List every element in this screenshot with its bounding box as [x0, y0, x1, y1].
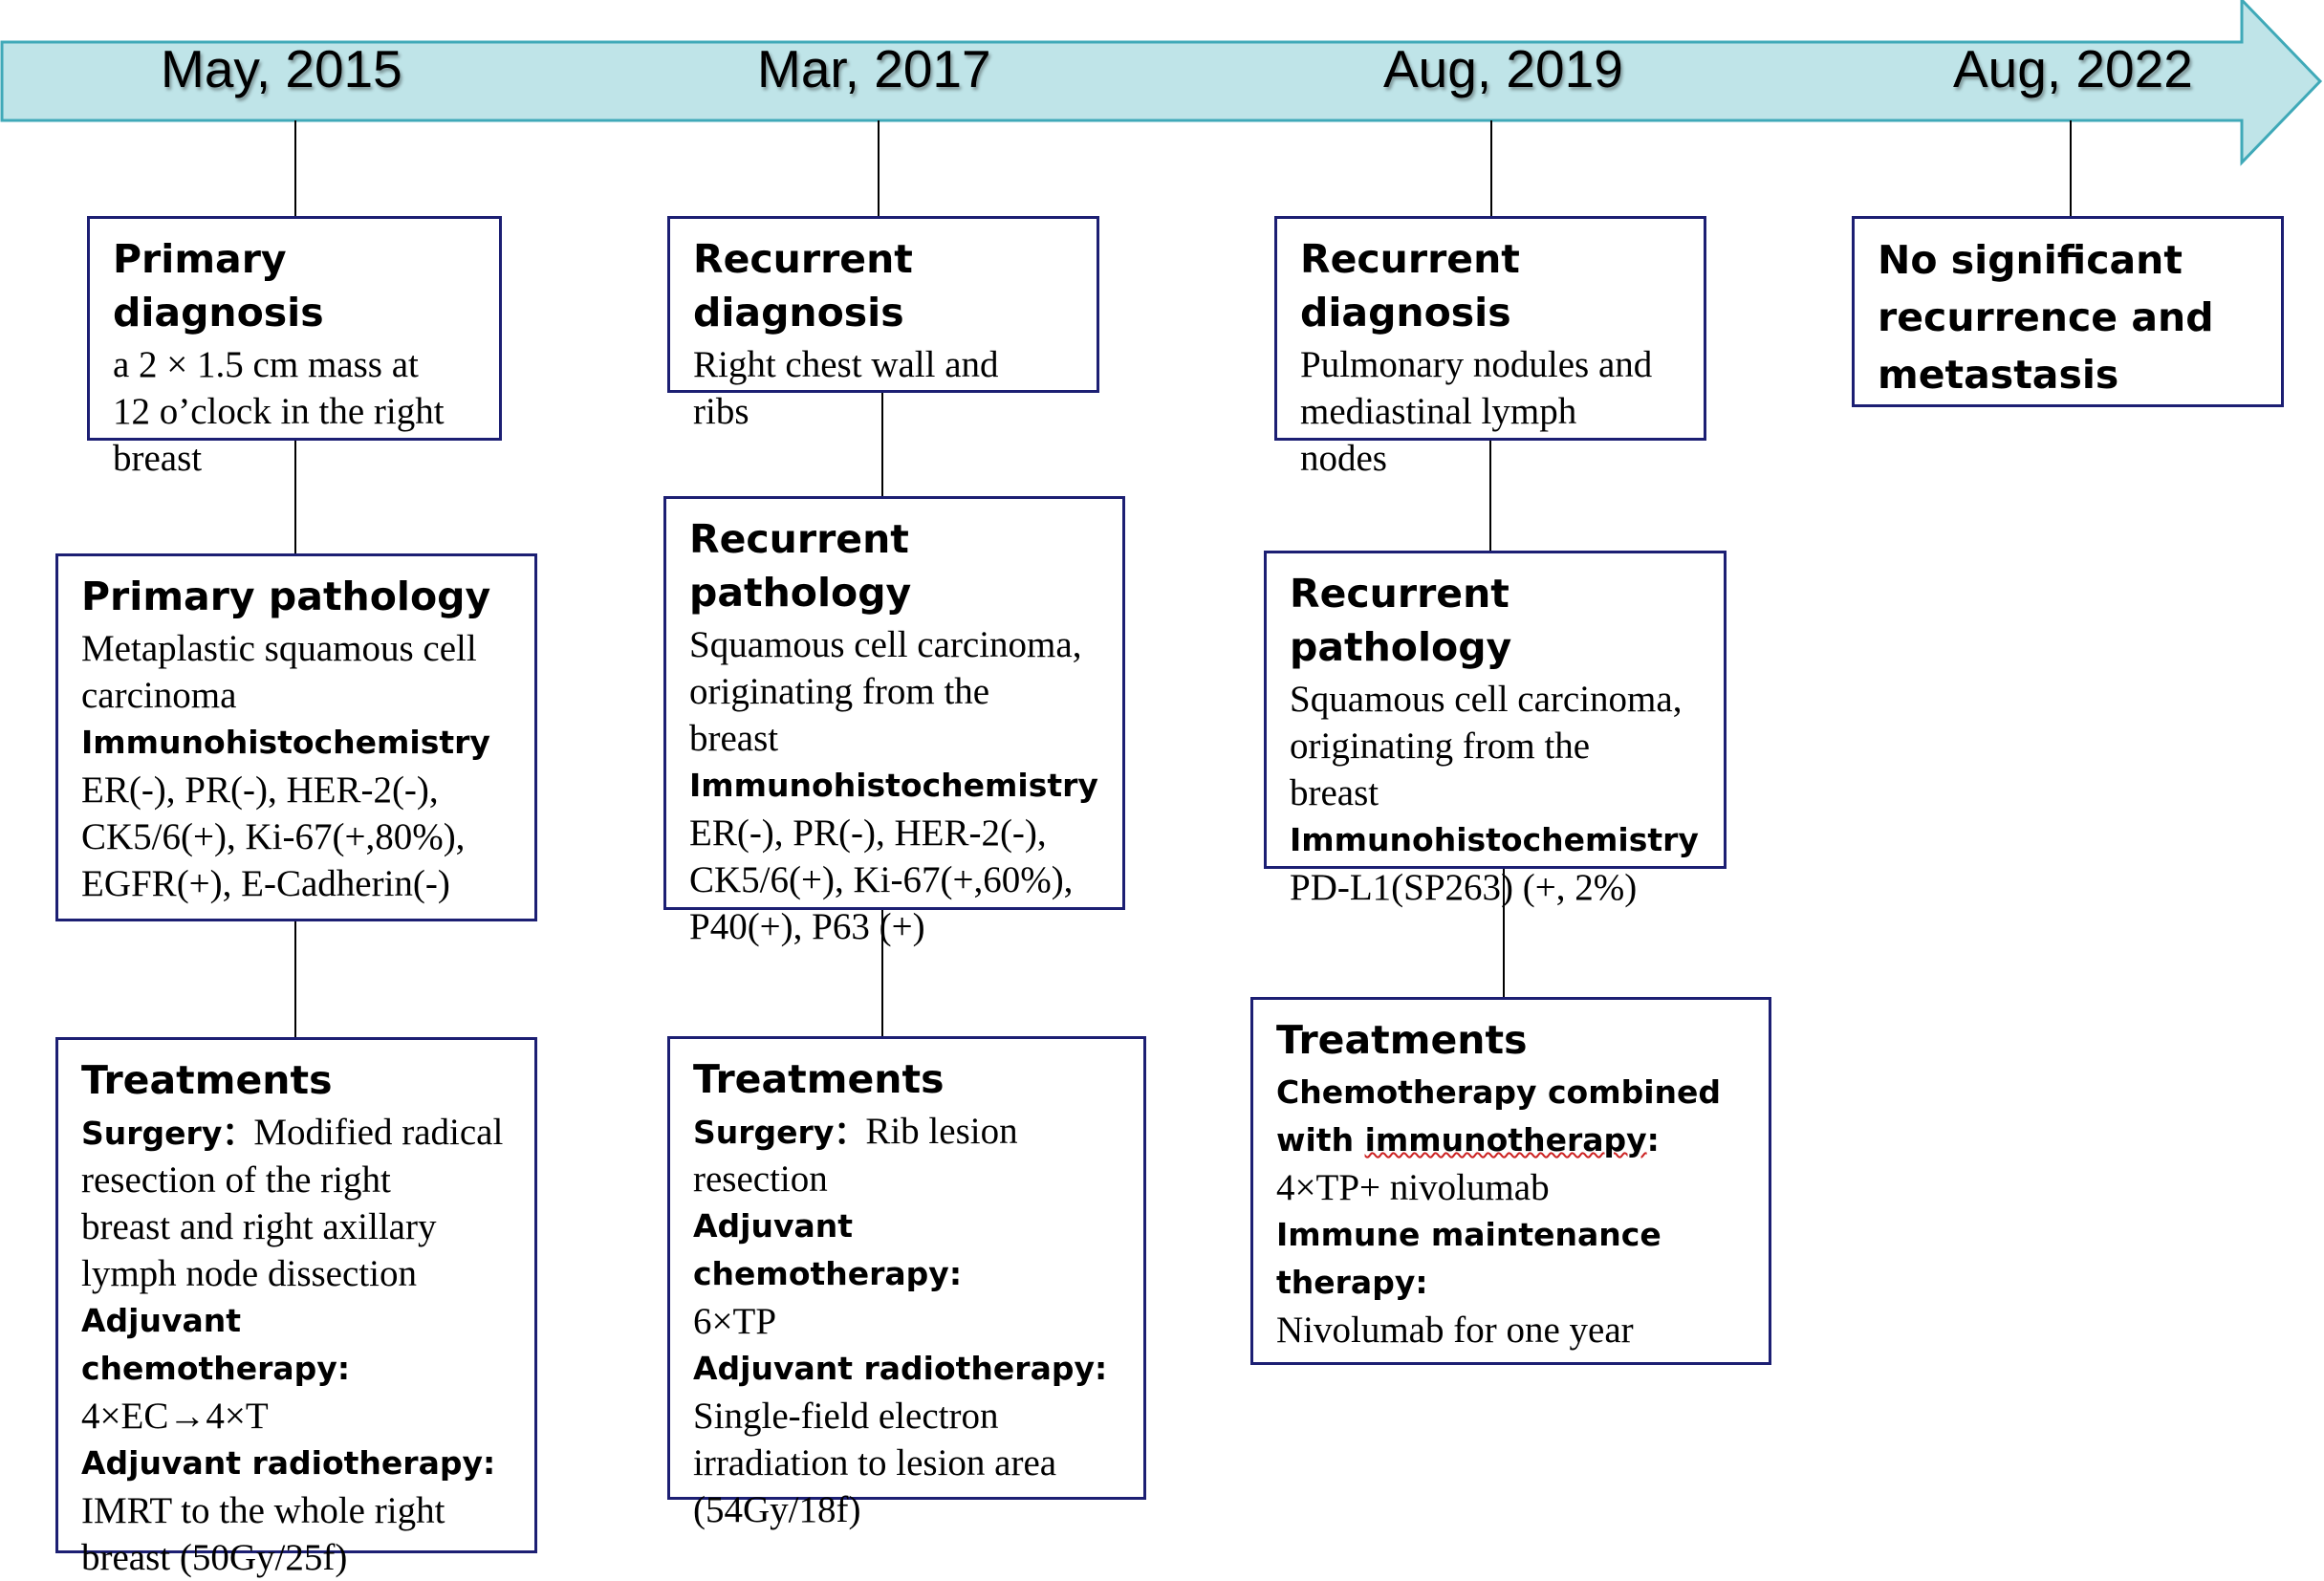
radiotherapy-label: Adjuvant radiotherapy:	[693, 1350, 1108, 1387]
box-title: Recurrent diagnosis	[1300, 236, 1520, 336]
chemotherapy-label: Adjuvant chemotherapy:	[693, 1207, 963, 1292]
box-text-line: originating from the	[1290, 726, 1591, 767]
outcome-box-2022: No significant recurrence and metastasis	[1852, 216, 2284, 407]
timeline-date: Aug, 2022	[1953, 39, 2193, 98]
box-title: Treatments	[81, 1057, 333, 1103]
surgery-line: Surgery：Rib lesion	[693, 1108, 1124, 1156]
box-text-line: Metaplastic squamous cell	[81, 628, 477, 669]
box-text-line: Nivolumab for one year	[1276, 1310, 1634, 1351]
timeline-date: May, 2015	[161, 39, 402, 98]
box-text-line: Squamous cell carcinoma,	[689, 624, 1082, 665]
box-text-line: breast	[689, 718, 779, 759]
box-text-line: a 2 × 1.5 cm mass at	[113, 344, 419, 385]
label-fragment: :	[1646, 1121, 1660, 1159]
radiotherapy-label: Adjuvant radiotherapy:	[81, 1444, 496, 1482]
box-text-line: resection of the right	[81, 1159, 391, 1201]
spellcheck-underlined-word: immunotherapy	[1364, 1121, 1647, 1159]
box-text-line: mediastinal lymph	[1300, 391, 1577, 432]
combination-therapy-label: Chemotherapy combined	[1276, 1073, 1722, 1111]
box-text-line: (54Gy/18f)	[693, 1489, 861, 1530]
label-fragment: with	[1276, 1121, 1365, 1159]
box-text-line: 4×EC→4×T	[81, 1396, 269, 1437]
treatments-box-2019: Treatments Chemotherapy combined with im…	[1250, 997, 1771, 1365]
box-text-line: irradiation to lesion area	[693, 1442, 1057, 1484]
box-text-line: ribs	[693, 391, 749, 432]
ihc-label: Immunohistochemistry	[689, 767, 1098, 804]
ihc-label: Immunohistochemistry	[1290, 821, 1699, 858]
box-text-line: Pulmonary nodules and	[1300, 344, 1653, 385]
box-text-line: originating from the	[689, 671, 990, 712]
primary-treatments-box: Treatments Surgery：Modified radical rese…	[55, 1037, 537, 1578]
timeline-date: Aug, 2019	[1383, 39, 1623, 98]
combination-therapy-label: with immunotherapy:	[1276, 1116, 1749, 1164]
timeline-arrow	[0, 0, 2323, 166]
box-text-line: 4×TP+ nivolumab	[1276, 1167, 1550, 1208]
box-title: Recurrent diagnosis	[693, 236, 913, 336]
primary-pathology-box: Primary pathology Metaplastic squamous c…	[55, 553, 537, 921]
box-title: Primary pathology	[81, 574, 491, 619]
surgery-text: Rib lesion	[865, 1111, 1018, 1152]
surgery-line: Surgery：Modified radical	[81, 1109, 515, 1157]
maintenance-therapy-label: Immune maintenance	[1276, 1216, 1662, 1253]
box-text-line: Single-field electron	[693, 1396, 999, 1437]
box-text-line: nodes	[1300, 438, 1387, 479]
box-title: Recurrent pathology	[1290, 571, 1512, 670]
timeline-date: Mar, 2017	[757, 39, 991, 98]
box-text-line: lymph node dissection	[81, 1253, 417, 1294]
maintenance-therapy-label: therapy:	[1276, 1264, 1428, 1301]
outcome-text-line: metastasis	[1878, 352, 2119, 398]
treatments-box-2017: Treatments Surgery：Rib lesion resection …	[667, 1036, 1146, 1530]
outcome-text-line: recurrence and	[1878, 294, 2214, 340]
box-text-line: breast and right axillary	[81, 1206, 437, 1247]
box-text-line: ER(-), PR(-), HER-2(-),	[689, 812, 1047, 854]
box-text-line: breast	[1290, 772, 1379, 813]
box-text-line: ER(-), PR(-), HER-2(-),	[81, 769, 439, 811]
box-title: Treatments	[1276, 1017, 1528, 1063]
box-text-line: PD-L1(SP263) (+, 2%)	[1290, 867, 1638, 908]
box-text-line: breast	[113, 438, 203, 479]
outcome-text-line: No significant	[1878, 237, 2183, 283]
recurrent-pathology-box-2017: Recurrent pathology Squamous cell carcin…	[663, 496, 1125, 947]
recurrent-diagnosis-box-2017: Recurrent diagnosis Right chest wall and…	[667, 216, 1099, 432]
box-text-line: carcinoma	[81, 675, 237, 716]
box-title: Treatments	[693, 1056, 945, 1102]
primary-diagnosis-box: Primary diagnosis a 2 × 1.5 cm mass at 1…	[87, 216, 502, 479]
box-text-line: breast (50Gy/25f)	[81, 1537, 348, 1578]
chemotherapy-label: Adjuvant chemotherapy:	[81, 1302, 351, 1387]
box-text-line: CK5/6(+), Ki-67(+,60%),	[689, 859, 1074, 900]
box-title: Primary diagnosis	[113, 236, 324, 336]
box-text-line: resection	[693, 1159, 828, 1200]
surgery-text: Modified radical	[253, 1112, 504, 1153]
box-text-line: IMRT to the whole right	[81, 1490, 445, 1531]
surgery-label: Surgery：	[693, 1114, 866, 1151]
recurrent-pathology-box-2019: Recurrent pathology Squamous cell carcin…	[1264, 551, 1727, 908]
box-text-line: P40(+), P63 (+)	[689, 906, 925, 947]
ihc-label: Immunohistochemistry	[81, 724, 490, 761]
box-text-line: Squamous cell carcinoma,	[1290, 679, 1683, 720]
recurrent-diagnosis-box-2019: Recurrent diagnosis Pulmonary nodules an…	[1274, 216, 1706, 479]
box-title: Recurrent pathology	[689, 516, 912, 616]
box-text-line: 6×TP	[693, 1301, 777, 1342]
box-text-line: Right chest wall and	[693, 344, 999, 385]
box-text-line: EGFR(+), E-Cadherin(-)	[81, 863, 450, 904]
box-text-line: CK5/6(+), Ki-67(+,80%),	[81, 816, 466, 857]
surgery-label: Surgery：	[81, 1115, 254, 1152]
box-text-line: 12 o’clock in the right	[113, 391, 445, 432]
